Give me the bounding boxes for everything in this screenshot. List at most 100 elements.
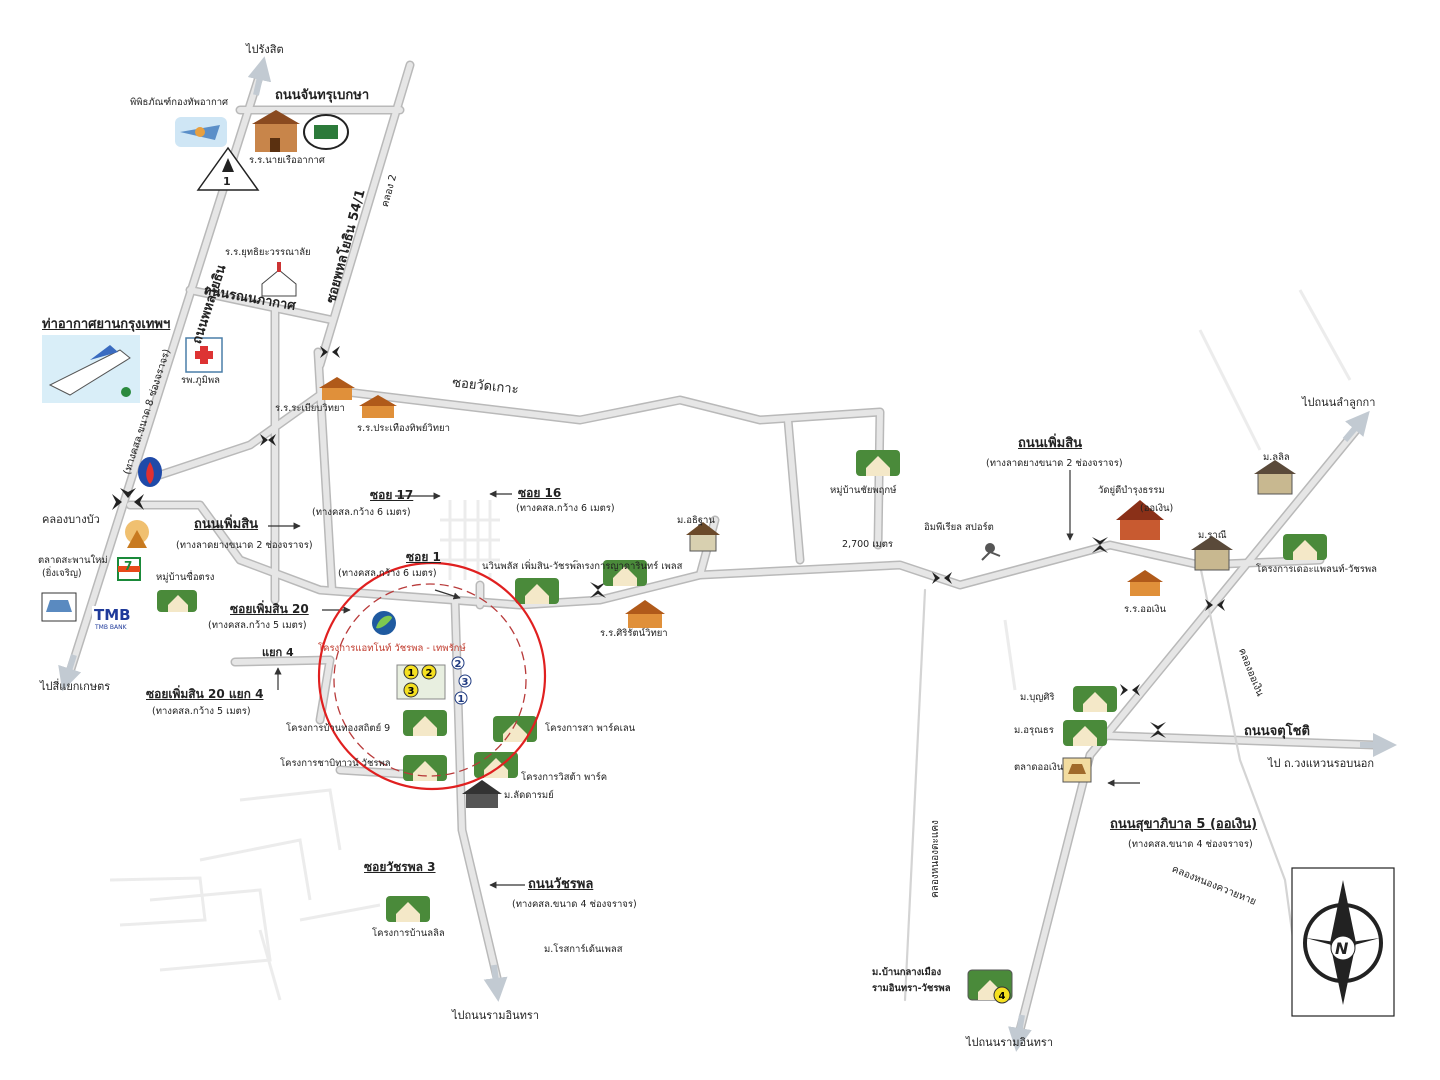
arrow-to-lamlukka (1342, 410, 1370, 442)
road-phermsin-left-lanes: (ทางลาดยางขนาด 2 ช่องจราจร) (176, 540, 313, 551)
sabitawan-icon (403, 755, 447, 781)
monument-icon (196, 146, 260, 191)
seven-eleven-icon (117, 557, 141, 581)
airport-icon (42, 335, 140, 403)
label-rabiap: ร.ร.ระเบียบวิทยา (275, 403, 345, 414)
road-soi-ps20-width: (ทางคสล.กว้าง 5 เมตร) (208, 620, 307, 631)
rani-house-icon (1191, 536, 1233, 571)
label-athithan: ม.อธิฐาน (677, 515, 715, 526)
label-yingcharoen: (ยิ่งเจริญ) (42, 568, 82, 579)
label-thongsathit: โครงการบ้านทองสถิตย์ 9 (286, 723, 391, 734)
label-distance: 2,700 เมตร (842, 539, 893, 550)
label-talad-oengen: ตลาดออเงิน (1014, 762, 1064, 773)
arrow-to-rangsit (247, 56, 272, 96)
pointer-arrows (268, 470, 1140, 889)
canal-nongsakae: คลองหนองตะแคง (930, 820, 941, 898)
label-wat-oengen-2: (ออเงิน) (1140, 503, 1174, 514)
boonsiri-icon (1073, 686, 1117, 712)
temple-icon (1116, 500, 1164, 540)
monument-number: 1 (223, 175, 231, 188)
label-imperial: อิมพีเรียล สปอร์ต (924, 522, 994, 533)
compass-rose (1291, 867, 1395, 1017)
label-boonsiri: ม.บุญศิริ (1020, 692, 1055, 703)
chadarin-icon (603, 560, 647, 586)
label-chaiyaphruek: หมู่บ้านชัยพฤกษ์ (830, 485, 897, 496)
tmb-icon (92, 606, 130, 636)
destination-arrows (58, 56, 1397, 1052)
road-yaek4: แยก 4 (262, 646, 294, 659)
label-to-kaset: ไปสี่แยกเกษตร (40, 680, 111, 693)
market-saphanmai-icon (41, 592, 77, 622)
label-ninplus: นวินพลัส เพิ่มสิน-วัชรพล (482, 561, 582, 573)
project-logo-icon (372, 611, 396, 635)
label-rani: ม.ราณี (1198, 530, 1227, 541)
school-yuttha-icon (261, 262, 297, 297)
marker-3b: 3 (458, 674, 472, 688)
marker-1-label: 1 (408, 668, 415, 679)
label-prathueang: ร.ร.ประเทืองทิพย์วิทยา (357, 423, 450, 434)
school-prathueang-icon (359, 395, 397, 418)
marker-1b-label: 1 (458, 694, 465, 705)
label-sanya: โครงการสา พาร์คเลน (545, 723, 636, 734)
numbered-markers: 1 2 3 2 3 1 4 (403, 656, 1011, 1004)
hospital-icon (185, 337, 223, 373)
compass-n-label: N (1335, 939, 1349, 958)
village-chaiyaphruek-icon (856, 450, 900, 476)
road-soi16: ซอย 16 (518, 486, 562, 500)
marker-2: 2 (421, 664, 437, 680)
stadium-icon (303, 114, 349, 150)
plant-icon (1283, 534, 1327, 560)
label-sabitawan: โครงการชาบิทาวน์ วัชรพล (280, 758, 391, 769)
label-to-rangsit: ไปรังสิต (246, 43, 284, 56)
label-arunothai: ม.อรุณธร (1014, 725, 1054, 736)
arrow-to-ramintra2 (1008, 1014, 1032, 1052)
seven-eleven-logo: 7 (124, 559, 133, 573)
label-khlong-bangbua: คลองบางบัว (42, 513, 100, 526)
label-yuttha: ร.ร.ยุทธิยะวรรณาลัย (225, 247, 311, 258)
marker-2-label: 2 (426, 668, 433, 679)
minor-roads (109, 289, 1352, 1001)
label-to-ramintra2: ไปถนนรามอินทรา (966, 1036, 1054, 1049)
lalin-house-icon (1254, 460, 1296, 495)
athithan-house-icon (686, 522, 720, 552)
label-vista: โครงการวิสต้า พาร์ค (521, 772, 608, 783)
label-mu-suetrong: หมู่บ้านซื่อตรง (156, 572, 215, 583)
label-plant: โครงการเดอะแพลนท์-วัชรพล (1256, 564, 1377, 575)
tmb-logo: TMB (94, 606, 131, 624)
school-oengen-icon (1127, 570, 1163, 596)
road-phermsin-right: ถนนเพิ่มสิน (1018, 436, 1083, 451)
label-bhumibol: รพ.ภูมิพล (181, 375, 220, 386)
road-soi1-width: (ทางคสล.กว้าง 6 เมตร) (338, 568, 437, 579)
sanya-icon (493, 716, 537, 742)
label-to-ring: ไป ถ.วงแหวนรอบนอก (1268, 757, 1375, 770)
label-air-museum: พิพิธภัณฑ์กองทัพอากาศ (130, 97, 229, 108)
intersection-chevrons (112, 346, 1225, 738)
ptt-station-icon (138, 457, 162, 487)
marker-3: 3 (403, 682, 419, 698)
road-sukha5-lanes: (ทางคสล.ขนาด 4 ช่องจราจร) (1128, 839, 1253, 850)
marker-1b: 1 (454, 691, 468, 705)
label-chadarin: โครงการญาดารินทร์ เพลส (573, 561, 683, 572)
tmb-logo-sub: TMB BANK (95, 624, 127, 631)
label-to-ramintra: ไปถนนรามอินทรา (452, 1009, 540, 1022)
marker-3-label: 3 (408, 686, 415, 697)
road-sukha5: ถนนสุขาภิบาล 5 (ออเงิน) (1110, 817, 1258, 832)
label-ladda: ม.ลัดดารมย์ (504, 790, 554, 801)
road-soi-ps20: ซอยเพิ่มสิน 20 (230, 602, 309, 616)
project-radius-circle (317, 561, 547, 791)
marker-2b-label: 2 (455, 659, 462, 670)
road-chatuchot: ถนนจตุโชติ (1244, 724, 1310, 739)
road-soi1: ซอย 1 (406, 550, 441, 564)
lanlin-icon (386, 896, 430, 922)
ninplus-icon (515, 578, 559, 604)
village-suetrong-icon (157, 590, 197, 612)
marker-4: 4 (993, 986, 1011, 1004)
marker-2b: 2 (451, 656, 465, 670)
label-rr-oengen: ร.ร.ออเงิน (1124, 604, 1167, 615)
road-phermsin-left: ถนนเพิ่มสิน (194, 517, 259, 532)
air-museum-icon (175, 117, 227, 147)
road-chan: ถนนจันทรุเบกษา (275, 88, 370, 103)
road-soi-ps20-4-width: (ทางคสล.กว้าง 5 เมตร) (152, 706, 251, 717)
shrine-icon (125, 520, 149, 548)
